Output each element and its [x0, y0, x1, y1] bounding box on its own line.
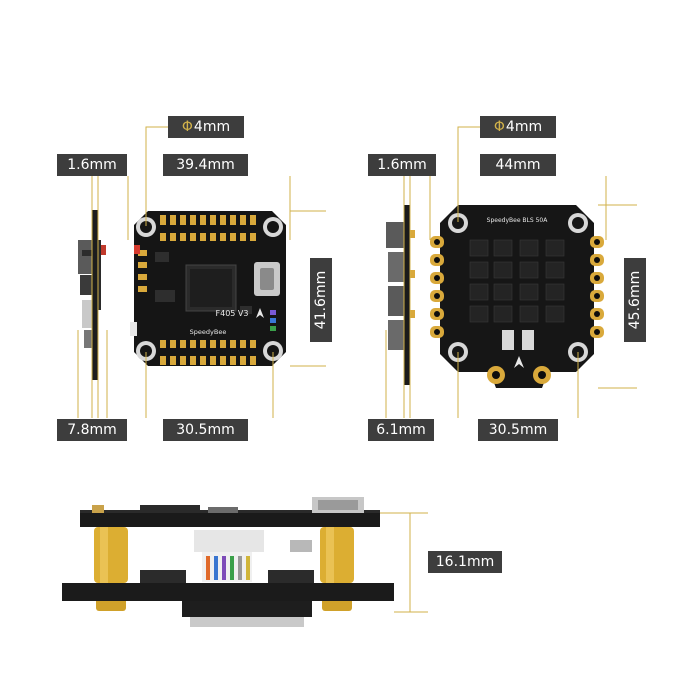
- fc-side-view: [78, 210, 106, 380]
- fc-brand-text: SpeedyBee: [190, 328, 227, 336]
- fc-diameter-symbol: Φ: [181, 119, 193, 135]
- fc-width-label: 39.4mm: [163, 154, 248, 176]
- esc-hole-diameter-label: Φ4mm: [480, 116, 556, 138]
- fc-hole-diameter-label: Φ4mm: [168, 116, 244, 138]
- fc-mount-spacing-label: 30.5mm: [163, 419, 248, 441]
- fc-board: [130, 211, 286, 366]
- esc-diameter-symbol: Φ: [493, 119, 505, 135]
- esc-model-text: SpeedyBee BLS 50A: [487, 217, 549, 224]
- stack-side-view: [62, 497, 394, 627]
- fc-side-height-label: 7.8mm: [57, 419, 127, 441]
- fc-height-label-box: 41.6mm: [310, 258, 332, 342]
- esc-side-view: [386, 205, 415, 385]
- stack-height-label: 16.1mm: [428, 551, 502, 573]
- esc-board: [430, 205, 604, 388]
- esc-width-label: 44mm: [480, 154, 556, 176]
- fc-height-label: 41.6mm: [313, 270, 329, 330]
- esc-height-label: 45.6mm: [627, 270, 643, 330]
- esc-side-height-label: 6.1mm: [368, 419, 434, 441]
- esc-mount-spacing-label: 30.5mm: [478, 419, 558, 441]
- esc-height-label-box: 45.6mm: [624, 258, 646, 342]
- esc-hole-diameter-value: 4mm: [505, 119, 543, 135]
- fc-model-text: F405 V3: [216, 309, 249, 318]
- esc-thickness-label: 1.6mm: [368, 154, 436, 176]
- fc-hole-diameter-value: 4mm: [193, 119, 231, 135]
- fc-thickness-label: 1.6mm: [57, 154, 127, 176]
